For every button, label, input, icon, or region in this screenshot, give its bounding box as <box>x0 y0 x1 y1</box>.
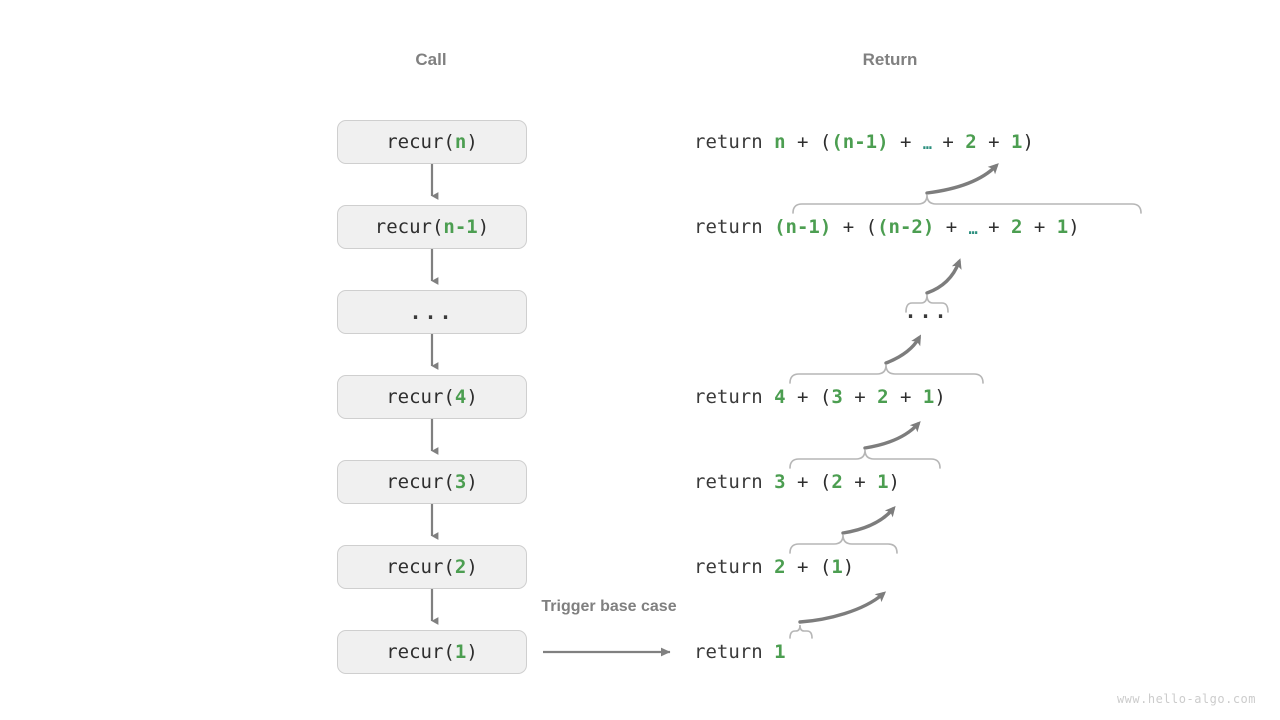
return-keyword: return <box>694 471 775 493</box>
return-term-value: 3 <box>831 386 843 408</box>
return-expression-row: return 3 + (2 + 1) <box>694 467 900 497</box>
column-header-return: Return <box>862 50 918 69</box>
call-box-close-paren: ) <box>466 471 478 493</box>
return-term-value: (n-1) <box>774 216 832 238</box>
return-term-operator: ( <box>819 131 832 153</box>
return-term-value: 4 <box>774 386 786 408</box>
return-term-operator: ( <box>819 471 832 493</box>
return-term-operator: + <box>842 471 878 493</box>
return-term-operator: ) <box>1068 216 1080 238</box>
call-box-n: recur(n) <box>337 120 527 164</box>
return-term-operator: ( <box>865 216 878 238</box>
return-term-operator: + <box>785 386 820 408</box>
return-term-operator: ) <box>888 471 900 493</box>
return-term-value: (n-1) <box>831 131 889 153</box>
return-term-value: 1 <box>877 471 889 493</box>
return-term-operator: + <box>785 556 820 578</box>
call-box-close-paren: ) <box>466 556 478 578</box>
call-box-fn-name: recur( <box>374 216 444 238</box>
return-term-operator: + <box>930 131 966 153</box>
return-term-value: 2 <box>877 386 889 408</box>
return-term-value: 1 <box>774 641 786 663</box>
return-term-value: 1 <box>922 386 935 408</box>
call-box-ellipsis: ... <box>337 290 527 334</box>
return-term-value: 1 <box>831 556 843 578</box>
return-keyword: return <box>694 556 775 578</box>
call-box-fn-name: recur( <box>386 471 455 493</box>
return-term-operator: + <box>831 216 866 238</box>
return-term-operator: ) <box>1022 131 1034 153</box>
watermark: www.hello-algo.com <box>1116 692 1256 706</box>
return-term-value: 2 <box>774 556 786 578</box>
return-keyword: return <box>694 641 775 663</box>
return-expression-row: return 2 + (1) <box>694 552 854 582</box>
call-box-fn-name: recur( <box>386 131 455 153</box>
return-term-operator: + <box>842 386 878 408</box>
return-expression-row: return n + ((n-1) + … + 2 + 1) <box>694 127 1034 157</box>
call-box-4: recur(4) <box>337 375 527 419</box>
return-keyword: return <box>694 216 775 238</box>
return-term-operator: + <box>934 216 969 238</box>
return-term-operator: ) <box>934 386 946 408</box>
return-term-value: 1 <box>1010 131 1023 153</box>
call-box-argument: 4 <box>454 386 467 408</box>
call-box-3: recur(3) <box>337 460 527 504</box>
call-box-argument: 3 <box>454 471 467 493</box>
return-term-operator: + <box>976 216 1011 238</box>
return-term-operator: + <box>1022 216 1057 238</box>
return-expression-row: return 1 <box>694 637 786 667</box>
call-box-argument: 2 <box>454 556 467 578</box>
call-box-close-paren: ) <box>466 131 478 153</box>
return-keyword: return <box>694 131 775 153</box>
return-term-operator: ) <box>842 556 855 578</box>
return-term-value: 2 <box>965 131 977 153</box>
column-header-call: Call <box>415 50 447 69</box>
return-expression-row: return (n-1) + ((n-2) + … + 2 + 1) <box>694 212 1080 242</box>
return-term-operator: + <box>976 131 1011 153</box>
return-term-ellipsis: … <box>922 135 932 153</box>
return-keyword: return <box>694 386 775 408</box>
return-term-value: 1 <box>1056 216 1069 238</box>
call-box-fn-name: recur( <box>386 641 455 663</box>
return-term-value: 2 <box>1010 216 1023 238</box>
return-term-value: (n-2) <box>877 216 935 238</box>
return-term-operator: + <box>888 131 923 153</box>
return-expression-row: return 4 + (3 + 2 + 1) <box>694 382 946 412</box>
return-term-value: 2 <box>831 471 843 493</box>
trigger-base-case-label: Trigger base case <box>541 598 677 615</box>
call-box-argument: n-1 <box>443 216 478 238</box>
call-box-close-paren: ) <box>477 216 490 238</box>
call-box-1: recur(1) <box>337 630 527 674</box>
call-box-fn-name: recur( <box>386 386 455 408</box>
call-box-n-1: recur(n-1) <box>337 205 527 249</box>
call-box-label: ... <box>409 300 455 324</box>
return-ellipsis-row: ... <box>904 299 950 323</box>
call-box-argument: n <box>454 131 467 153</box>
return-term-ellipsis: … <box>968 220 978 238</box>
return-term-operator: ( <box>819 386 832 408</box>
return-term-operator: ( <box>819 556 832 578</box>
call-box-2: recur(2) <box>337 545 527 589</box>
return-term-value: n <box>774 131 786 153</box>
call-box-close-paren: ) <box>466 641 478 663</box>
return-term-value: 3 <box>774 471 786 493</box>
call-box-close-paren: ) <box>466 386 478 408</box>
call-box-argument: 1 <box>454 641 467 663</box>
return-term-operator: + <box>785 131 820 153</box>
return-term-operator: + <box>785 471 820 493</box>
call-box-fn-name: recur( <box>386 556 455 578</box>
return-term-operator: + <box>888 386 923 408</box>
